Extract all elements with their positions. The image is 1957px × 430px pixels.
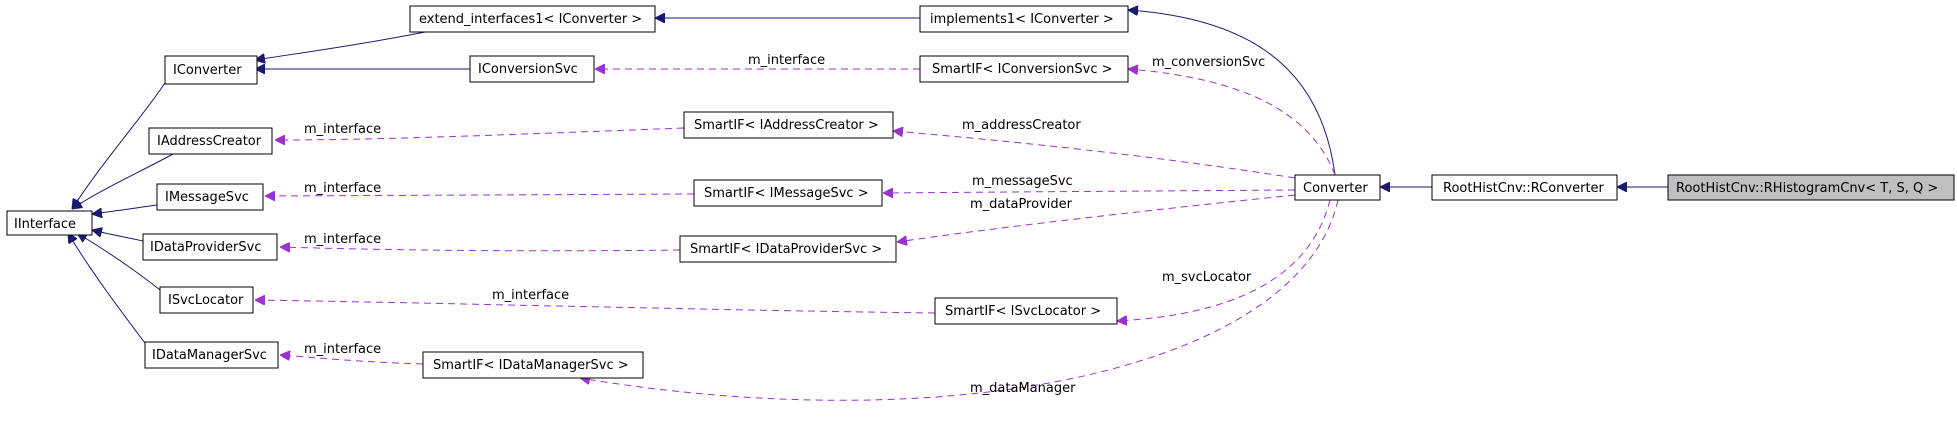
node-idatamanagersvc[interactable]: IDataManagerSvc [144, 341, 279, 369]
node-rconverter[interactable]: RootHistCnv::RConverter [1431, 174, 1618, 201]
label-m-datamanager: m_dataManager [970, 381, 1076, 396]
node-smartif-idatamanagersvc-box [422, 351, 644, 379]
label-m-interface-svclocator: m_interface [492, 288, 569, 303]
node-idataprovidersvc-label: IDataProviderSvc [150, 240, 262, 255]
inheritance-edges [68, 10, 1668, 344]
node-extend-interfaces1-box [409, 5, 656, 33]
edge-converter-smartif-datamanagersvc [580, 199, 1339, 401]
edge-imessagesvc-iinterface [92, 204, 158, 214]
node-smartif-idatamanagersvc[interactable]: SmartIF< IDataManagerSvc > [422, 351, 644, 379]
node-smartif-isvclocator-label: SmartIF< ISvcLocator > [945, 304, 1101, 319]
node-smartif-iconversionsvc[interactable]: SmartIF< IConversionSvc > [919, 55, 1129, 83]
node-implements1[interactable]: implements1< IConverter > [919, 5, 1129, 33]
label-m-messagesvc: m_messageSvc [972, 174, 1073, 189]
node-implements1-label: implements1< IConverter > [930, 12, 1114, 27]
node-iconverter-box [164, 55, 258, 85]
label-m-interface-messagesvc: m_interface [304, 181, 381, 196]
node-smartif-isvclocator[interactable]: SmartIF< ISvcLocator > [934, 297, 1118, 325]
node-imessagesvc[interactable]: IMessageSvc [156, 183, 264, 211]
node-extend-interfaces1[interactable]: extend_interfaces1< IConverter > [409, 5, 656, 33]
node-iinterface-box [6, 210, 93, 236]
edge-converter-smartif-conversionsvc [1128, 69, 1336, 176]
edge-idatamanagersvc-iinterface [68, 233, 146, 344]
node-rconverter-label: RootHistCnv::RConverter [1443, 181, 1605, 196]
node-iaddresscreator[interactable]: IAddressCreator [148, 127, 273, 155]
node-smartif-imessagesvc-box [693, 179, 883, 207]
node-isvclocator-box [159, 286, 254, 314]
node-idatamanagersvc-box [144, 341, 279, 369]
node-iconverter[interactable]: IConverter [164, 55, 258, 85]
label-m-interface-addresscreator: m_interface [304, 122, 381, 137]
label-m-dataprovider: m_dataProvider [970, 197, 1073, 212]
label-m-interface-dataprovidersvc: m_interface [304, 232, 381, 247]
node-iinterface-label: IInterface [14, 217, 76, 232]
node-smartif-isvclocator-box [934, 297, 1118, 325]
node-smartif-idataprovidersvc-label: SmartIF< IDataProviderSvc > [690, 242, 882, 257]
edge-idataprovidersvc-iinterface [92, 230, 144, 242]
node-idataprovidersvc-box [142, 233, 278, 261]
label-m-conversionsvc: m_conversionSvc [1152, 55, 1265, 70]
label-m-interface-datamanagersvc: m_interface [304, 342, 381, 357]
edge-smartif-addresscreator-iaddresscreator [275, 127, 685, 140]
node-rconverter-box [1431, 174, 1618, 201]
node-idataprovidersvc[interactable]: IDataProviderSvc [142, 233, 278, 261]
node-iconversionsvc-box [469, 55, 595, 83]
node-rhistogramcnv[interactable]: RootHistCnv::RHistogramCnv< T, S, Q > [1667, 174, 1955, 201]
node-iinterface[interactable]: IInterface [6, 210, 93, 236]
edge-converter-smartif-messagesvc [883, 190, 1296, 193]
node-iconverter-label: IConverter [173, 63, 242, 78]
usage-edges [255, 69, 1339, 401]
label-m-addresscreator: m_addressCreator [962, 118, 1081, 133]
edge-smartif-dataprovidersvc-idataprovidersvc [280, 247, 681, 251]
node-smartif-idataprovidersvc-box [679, 235, 897, 263]
node-converter-label: Converter [1303, 181, 1368, 196]
node-implements1-box [919, 5, 1129, 33]
node-smartif-iconversionsvc-box [919, 55, 1129, 83]
node-iconversionsvc[interactable]: IConversionSvc [469, 55, 595, 83]
edge-converter-smartif-dataprovidersvc [897, 194, 1296, 242]
node-imessagesvc-box [156, 183, 264, 211]
node-extend-interfaces1-label: extend_interfaces1< IConverter > [419, 12, 642, 27]
node-smartif-imessagesvc[interactable]: SmartIF< IMessageSvc > [693, 179, 883, 207]
node-smartif-iaddresscreator[interactable]: SmartIF< IAddressCreator > [683, 111, 894, 139]
node-idatamanagersvc-label: IDataManagerSvc [152, 348, 267, 363]
edge-iconverter-iinterface [72, 82, 166, 209]
node-smartif-iconversionsvc-label: SmartIF< IConversionSvc > [932, 62, 1113, 77]
label-m-interface-conversionsvc: m_interface [748, 53, 825, 68]
node-iconversionsvc-label: IConversionSvc [478, 62, 578, 77]
node-converter[interactable]: Converter [1294, 174, 1381, 201]
edge-isvclocator-iinterface [77, 233, 161, 291]
node-rhistogramcnv-label: RootHistCnv::RHistogramCnv< T, S, Q > [1676, 181, 1938, 196]
node-isvclocator[interactable]: ISvcLocator [159, 286, 254, 314]
edge-converter-implements [1128, 10, 1336, 176]
node-converter-box [1294, 174, 1381, 201]
edge-iaddresscreator-iinterface [72, 152, 176, 209]
label-m-svclocator: m_svcLocator [1162, 270, 1252, 285]
edge-converter-smartif-svclocator [1117, 199, 1331, 321]
edge-converter-smartif-addresscreator [893, 131, 1296, 179]
node-isvclocator-label: ISvcLocator [168, 293, 244, 308]
edge-smartif-svclocator-isvclocator [255, 300, 936, 314]
node-smartif-idatamanagersvc-label: SmartIF< IDataManagerSvc > [433, 358, 629, 373]
node-rhistogramcnv-box [1667, 174, 1955, 201]
edge-extend-iconverter [255, 31, 426, 60]
node-iaddresscreator-label: IAddressCreator [157, 134, 262, 149]
edge-labels: m_interface m_interface m_interface m_in… [304, 53, 1265, 396]
node-smartif-iaddresscreator-label: SmartIF< IAddressCreator > [694, 118, 879, 133]
node-smartif-iaddresscreator-box [683, 111, 894, 139]
node-smartif-imessagesvc-label: SmartIF< IMessageSvc > [704, 186, 869, 201]
node-iaddresscreator-box [148, 127, 273, 155]
node-smartif-idataprovidersvc[interactable]: SmartIF< IDataProviderSvc > [679, 235, 897, 263]
node-imessagesvc-label: IMessageSvc [165, 190, 249, 205]
